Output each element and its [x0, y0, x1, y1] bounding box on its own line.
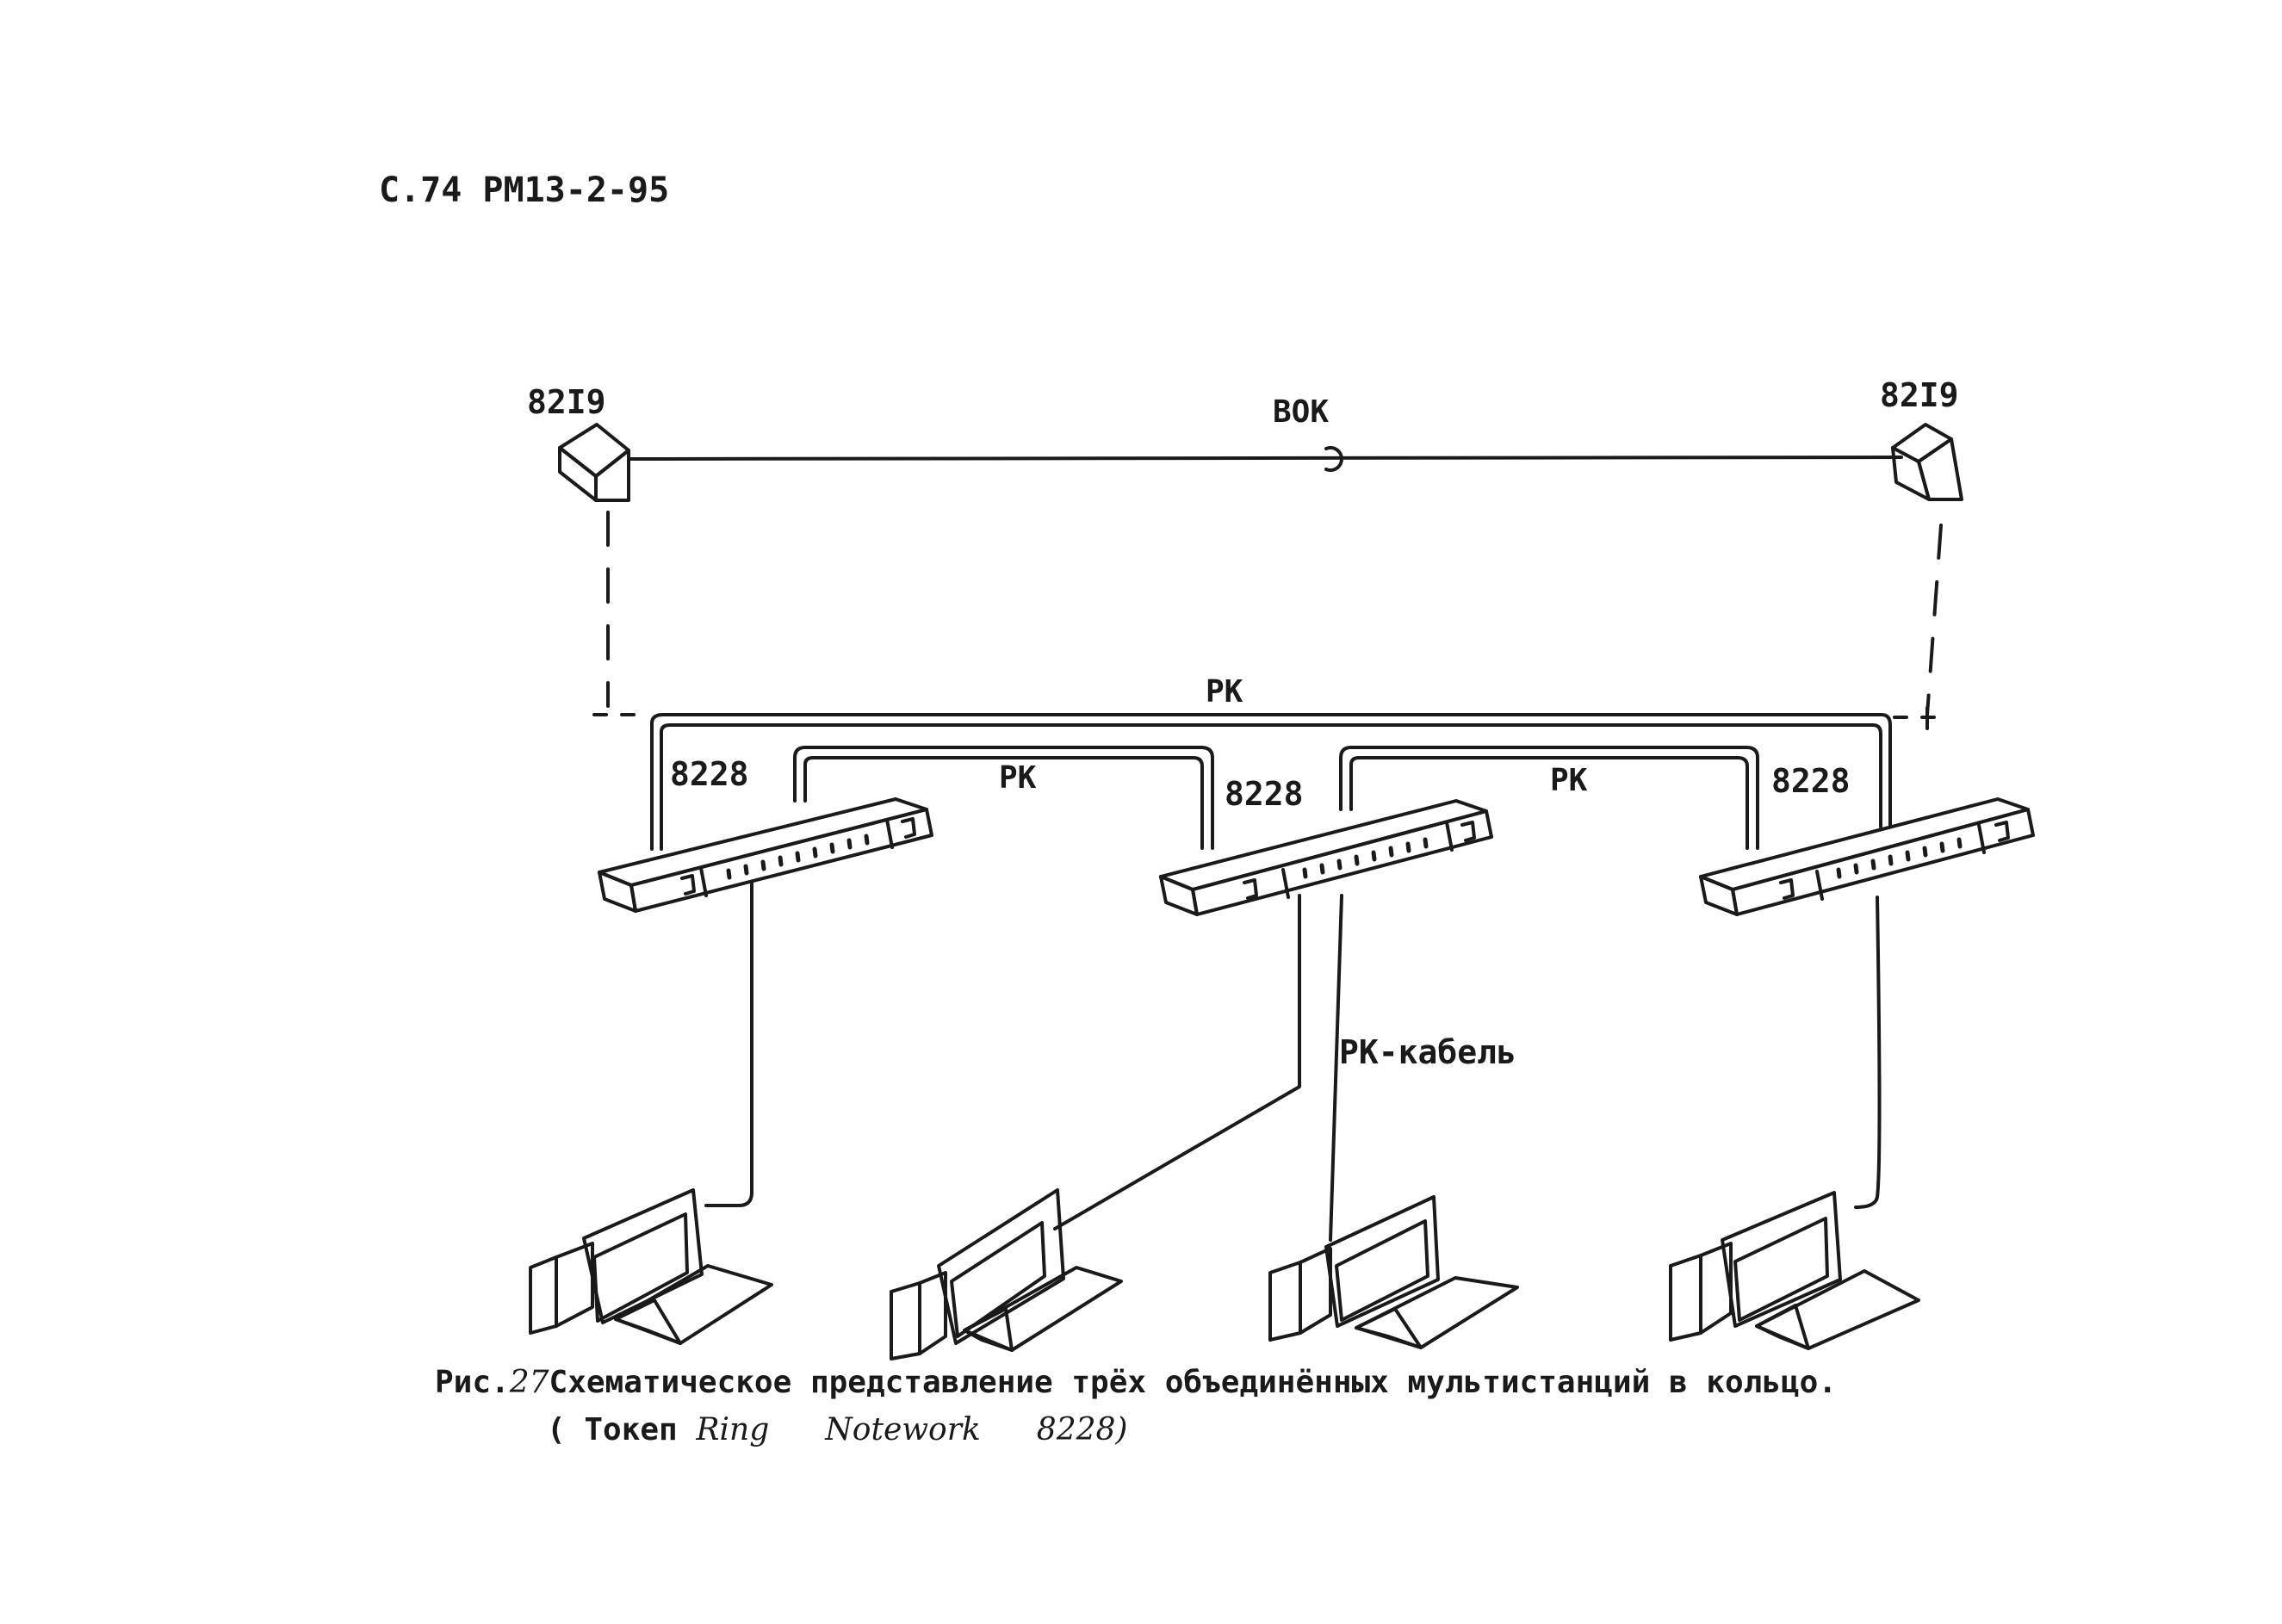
fiber-device-right [1891, 423, 1963, 501]
label-ring-left: РК [999, 760, 1037, 796]
label-fiber-link: ВОК [1273, 394, 1329, 430]
fiber-optic-cable [627, 456, 1903, 461]
hub-8228-3-ports [1836, 837, 1963, 879]
label-hub-2: 8228 [1225, 775, 1304, 813]
label-drop-cable: РК-кабель [1339, 1033, 1516, 1071]
figure-caption-subtitle: ( Токеп Ring Notework 8228) [547, 1412, 1127, 1447]
label-ring-right: РК [1550, 763, 1588, 798]
ring-cable-top [650, 713, 1892, 851]
caption-sub-network: Notework [825, 1412, 981, 1447]
page-reference: С.74 РМ13-2-95 [379, 170, 670, 210]
hub-8228-3 [1699, 797, 2035, 916]
drop-cable-3 [1329, 894, 1343, 1242]
label-hub-1: 8228 [670, 755, 749, 793]
caption-number: 27 [509, 1365, 549, 1400]
drop-cable-1 [704, 881, 753, 1207]
drop-cable-4 [1854, 896, 1882, 1209]
hub-8228-2-ports [1302, 837, 1429, 879]
drop-cable-2 [1053, 894, 1301, 1230]
figure-caption: Рис.27Схематическое представление трёх о… [435, 1365, 1837, 1400]
hub-8228-1-ports [726, 834, 870, 880]
caption-prefix: Рис. [435, 1365, 510, 1400]
label-ring-top: РК [1206, 674, 1243, 710]
caption-sub-model: 8228) [1036, 1412, 1128, 1447]
ring-cable-left [793, 746, 1214, 850]
fiber-device-left [558, 423, 630, 502]
caption-text: Схематическое представление трёх объедин… [549, 1365, 1838, 1400]
label-hub-3: 8228 [1771, 762, 1851, 800]
ring-cable-right [1339, 746, 1759, 850]
caption-sub-ring: Ring [696, 1412, 770, 1447]
caption-sub-open: ( Токеп [547, 1412, 678, 1447]
workstation-2 [890, 1188, 1123, 1361]
label-fiber-device-left: 82I9 [527, 383, 606, 421]
label-fiber-device-right: 82I9 [1880, 376, 1959, 414]
workstation-4 [1669, 1191, 1920, 1350]
hub-8228-2 [1159, 799, 1493, 916]
workstation-1 [529, 1188, 773, 1345]
hub-8228-1 [598, 797, 933, 913]
dashed-link-right [1925, 524, 1943, 716]
workstation-3 [1268, 1195, 1519, 1349]
fiber-connector [1324, 446, 1343, 472]
